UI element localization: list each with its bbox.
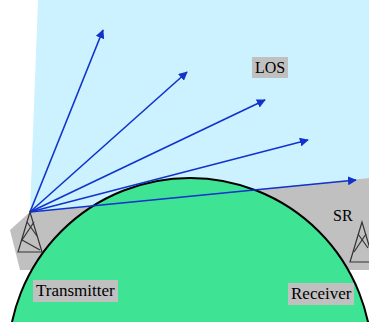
- region-label: LOS: [252, 57, 288, 78]
- station-label: Transmitter: [33, 280, 118, 302]
- receiver-tower: [350, 222, 369, 262]
- earth: [8, 178, 369, 322]
- radio-rays: [30, 30, 356, 212]
- station-label: Receiver: [288, 283, 354, 305]
- transmitter-tower: [18, 212, 42, 252]
- region-label: SR: [330, 205, 356, 226]
